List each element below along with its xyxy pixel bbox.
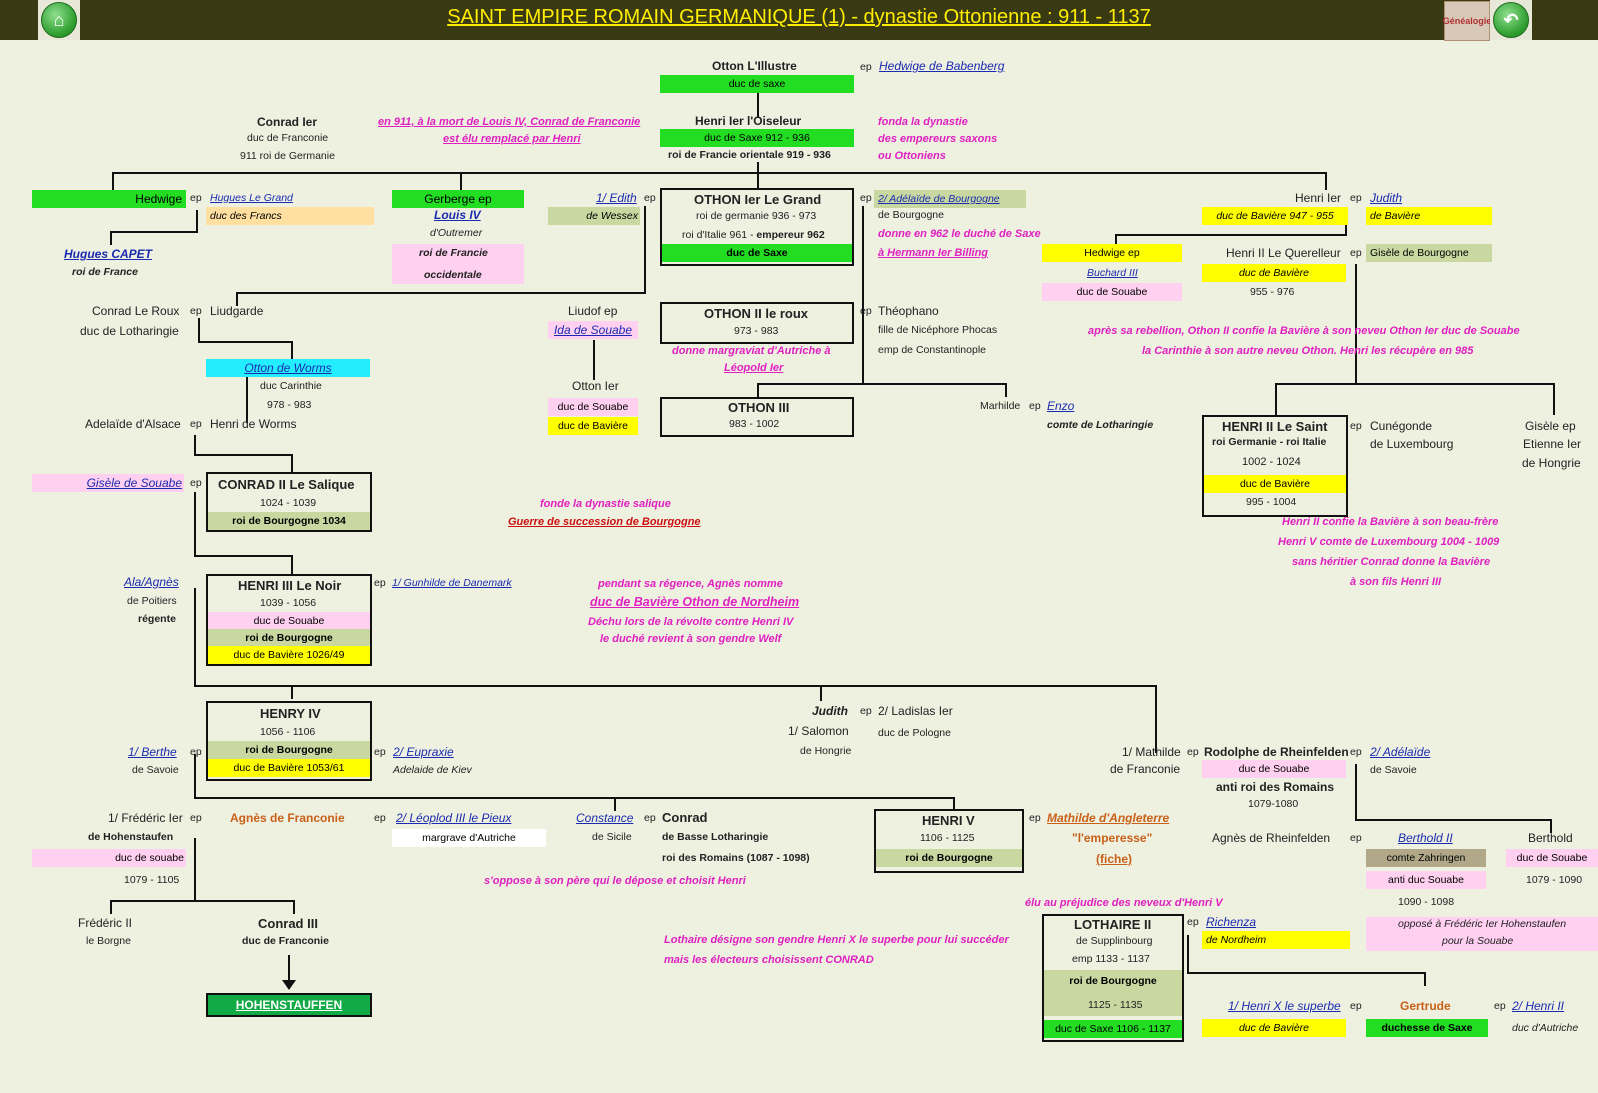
leopold-iii-link[interactable]: 2/ Léoplod III le Pieux [396,811,512,825]
henri-oiseleur: Henri Ier l'Oiseleur [695,114,802,128]
judith-hongrie: Judith [812,704,848,718]
henri-iii-box: HENRI III Le Noir 1039 - 1056 duc de Sou… [206,574,372,666]
lothaire-ii-box: LOTHAIRE II de Supplinbourg emp 1133 - 1… [1042,914,1184,1042]
home-icon: ⌂ [41,2,77,38]
genealogie-logo[interactable]: Généalogie [1443,1,1491,41]
back-button[interactable]: ↶ [1490,0,1532,40]
home-button[interactable]: ⌂ [38,0,80,40]
otton-illustre: Otton L'Illustre [712,59,797,73]
eupraxie-link[interactable]: 2/ Eupraxie [393,745,454,759]
gunhilde-link[interactable]: 1/ Gunhilde de Danemark [392,577,512,589]
title-bar [0,0,1598,40]
back-arrow-icon: ↶ [1493,2,1529,38]
othon-ii-box: OTHON II le roux 973 - 983 [660,302,854,344]
richenza-link[interactable]: Richenza [1206,915,1257,929]
gerberge: Gerberge ep [392,190,524,208]
adelaide-savoie-link[interactable]: 2/ Adélaïde [1370,745,1431,759]
ida-souabe-link[interactable]: Ida de Souabe [553,323,633,337]
henri-i-baviere: Henri Ier [1295,191,1342,205]
edith-link[interactable]: 1/ Edith [596,191,637,205]
conrad-ii-box: CONRAD II Le Salique 1024 - 1039 roi de … [206,472,372,532]
conrad-basse-lotharingie: Conrad [662,810,708,825]
othon-iii-box: OTHON III 983 - 1002 [660,397,854,437]
marhilde: Marhilde [980,400,1021,412]
henri-x-link[interactable]: 1/ Henri X le superbe [1228,999,1341,1013]
buchard-iii-link[interactable]: Buchard III [1087,267,1138,279]
mathilde-franconie: 1/ Mathilde [1122,745,1181,759]
adelaide-alsace: Adelaïde d'Alsace [85,417,181,431]
fiche-link[interactable]: (fiche) [1096,852,1132,866]
otton-worms-link[interactable]: Otton de Worms [244,361,332,375]
henry-iv-box: HENRY IV 1056 - 1106 roi de Bourgogne du… [206,701,372,781]
guerre-succession-link[interactable]: Guerre de succession de Bourgogne [508,516,701,528]
adelaide-bourgogne-link[interactable]: 2/ Adélaïde de Bourgogne [878,193,1000,205]
hedwige-2: Hedwige ep [1042,244,1182,262]
arrow-down-icon [282,980,296,990]
gisele-souabe-link[interactable]: Gisèle de Souabe [86,476,182,490]
berthold-ii-link[interactable]: Berthold II [1398,831,1453,845]
berthe-link[interactable]: 1/ Berthe [128,745,177,759]
mathilde-angleterre-link[interactable]: Mathilde d'Angleterre [1047,811,1170,825]
henri-querelleur: Henri II Le Querelleur [1226,246,1341,260]
constance-link[interactable]: Constance [576,811,634,825]
hohenstauffen-link[interactable]: HOHENSTAUFFEN [206,993,372,1017]
conrad-iii: Conrad III [258,916,318,931]
henri-v-box: HENRI V 1106 - 1125 roi de Bourgogne [874,809,1024,873]
hedwige-babenberg-link[interactable]: Hedwige de Babenberg [879,59,1005,73]
conrad-i: Conrad Ier [257,115,318,129]
otton-i-souabe: Otton Ier [572,379,619,393]
conrad-le-roux: Conrad Le Roux [92,304,180,318]
berthold: Berthold [1528,831,1573,845]
hedwige: Hedwige [32,190,186,208]
liudof: Liudof ep [568,304,618,318]
agnes-rheinfelden: Agnès de Rheinfelden [1212,831,1331,845]
othon-i-box: OTHON Ier Le Grand roi de germanie 936 -… [660,188,854,266]
hugues-le-grand-link[interactable]: Hugues Le Grand [210,192,293,204]
judith-link[interactable]: Judith [1370,191,1403,205]
agnes-link[interactable]: Ala/Agnès [124,575,179,589]
hugues-capet-link[interactable]: Hugues CAPET [64,247,153,261]
frederic-ii: Frédéric II [78,916,133,930]
page-title: SAINT EMPIRE ROMAIN GERMANIQUE (1) - dyn… [447,6,1151,28]
enzo-link[interactable]: Enzo [1047,399,1075,413]
henri-ii-saint-box: HENRI II Le Saint roi Germanie - roi Ita… [1202,415,1348,517]
louis-iv-link[interactable]: Louis IV [434,208,481,222]
henri-ii-autriche-link[interactable]: 2/ Henri II [1512,999,1565,1013]
gertrude: Gertrude [1400,999,1451,1013]
frederic-i: 1/ Frédéric Ier [108,811,183,825]
agnes-franconie: Agnès de Franconie [230,811,345,825]
